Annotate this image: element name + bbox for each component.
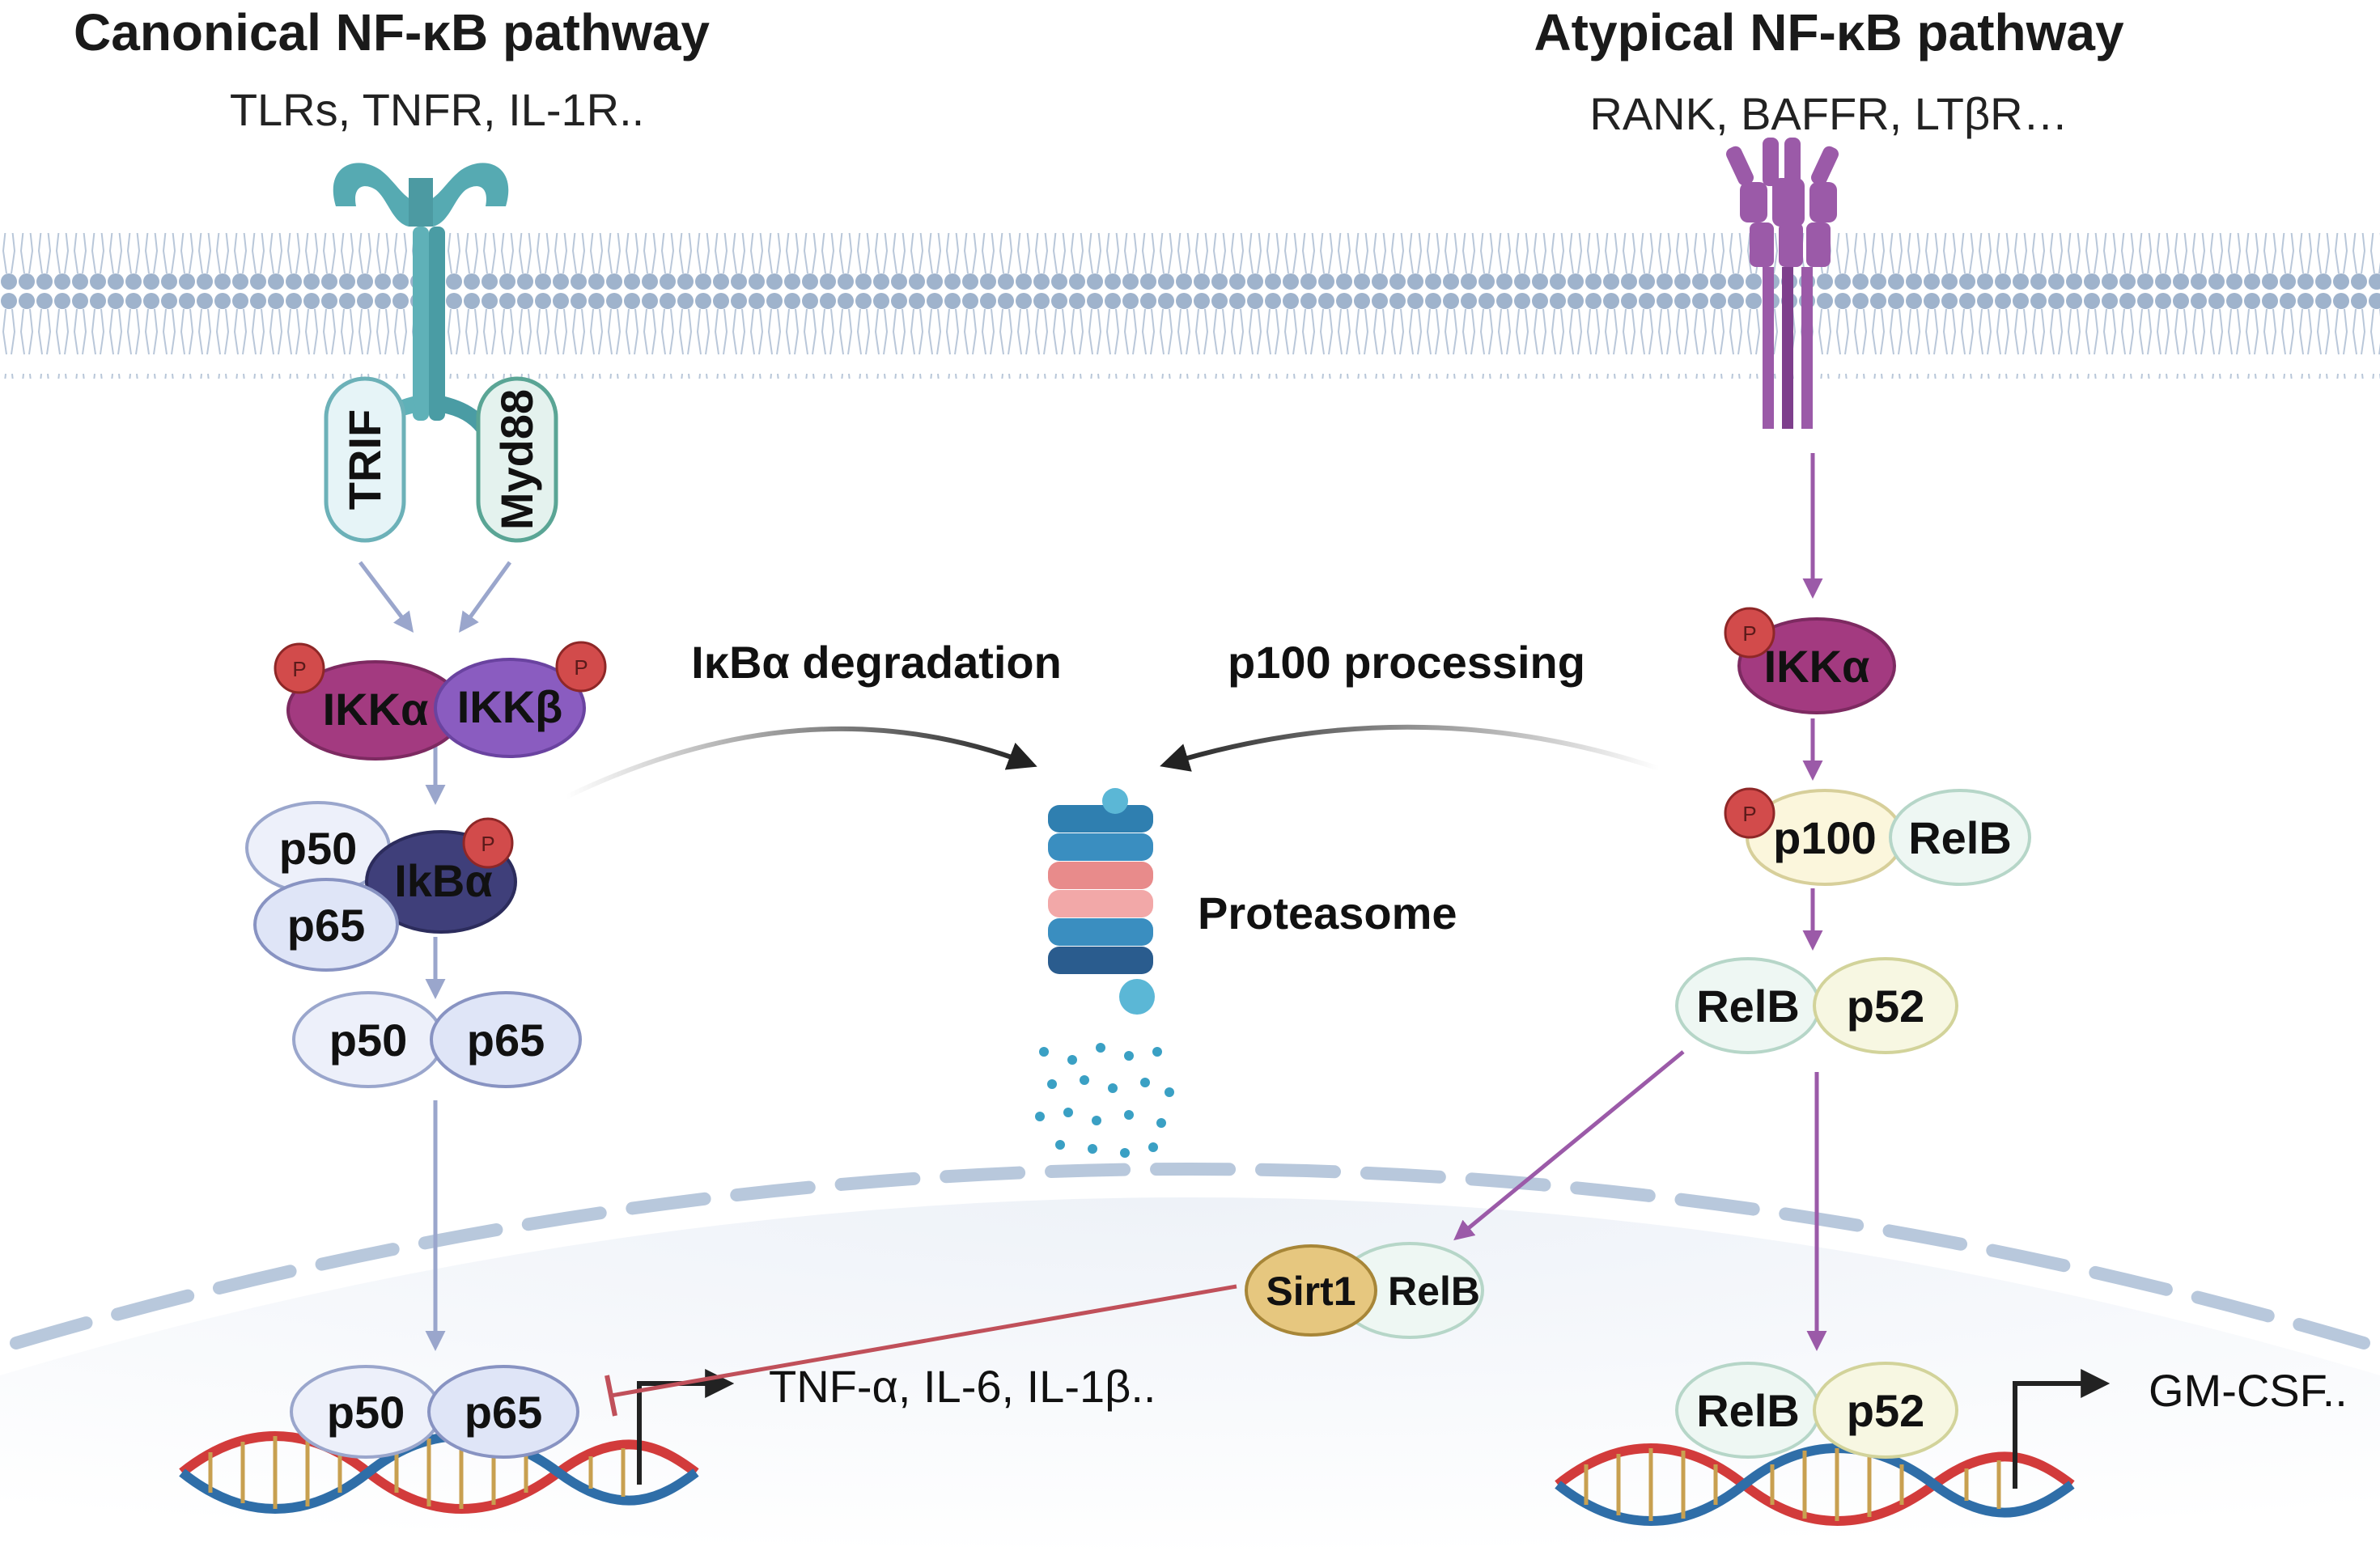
sirt1-relb-label: RelB	[1388, 1269, 1480, 1314]
canonical-transcription-arrow	[637, 1369, 735, 1485]
canonical-receptors: TLRs, TNFR, IL-1R..	[230, 84, 644, 135]
atypical-transcription-arrow	[2013, 1369, 2111, 1489]
canonical-title: Canonical NF-κB pathway	[74, 3, 710, 61]
svg-text:P: P	[1742, 621, 1756, 646]
relb2-label: RelB	[1696, 981, 1800, 1032]
free-p50-label: p50	[329, 1015, 408, 1066]
atypical-ikk-alpha-label: IKKα	[1764, 641, 1870, 692]
atypical-target-genes: GM-CSF..	[2149, 1365, 2348, 1416]
p100-label: p100	[1773, 812, 1877, 863]
atypical-title: Atypical NF-κB pathway	[1534, 3, 2124, 61]
svg-text:P: P	[292, 657, 306, 681]
ikk-alpha-label: IKKα	[323, 684, 429, 735]
atypical-receptors: RANK, BAFFR, LTβR…	[1589, 88, 2068, 139]
ikb-complex: p50 IkBα p65 P	[245, 801, 517, 972]
myd88-adaptor: Myd88	[476, 376, 558, 543]
ikb-p50-label: p50	[279, 823, 358, 874]
nuc-relb-label: RelB	[1696, 1385, 1800, 1436]
inhibition-bar	[605, 1375, 617, 1417]
nuc-p50-label: p50	[327, 1387, 405, 1438]
atypical-ikk-alpha: IKKα P	[1724, 607, 1896, 714]
myd88-label: Myd88	[491, 389, 542, 530]
free-p65-label: p65	[467, 1015, 545, 1066]
nuc-p52-label: p52	[1847, 1385, 1925, 1436]
phospho-icon	[462, 817, 514, 869]
ikk-complex: IKKα IKKβ P P	[274, 641, 607, 761]
p100-processing-label: p100 processing	[1228, 637, 1585, 688]
sirt1-label: Sirt1	[1266, 1269, 1355, 1314]
sirt1-inhibition-line	[610, 1284, 1237, 1398]
p100-relb-complex: p100 RelB P	[1724, 787, 2031, 886]
ikba-degradation-arrow	[565, 727, 1037, 799]
cell-membrane	[0, 233, 2380, 379]
canonical-target-genes: TNF-α, IL-6, IL-1β..	[769, 1361, 1156, 1412]
svg-text:P: P	[481, 832, 494, 856]
phospho-icon	[1724, 787, 1775, 839]
phospho-icon	[555, 641, 607, 693]
p100-relb-label: RelB	[1908, 812, 2012, 863]
nuclear-p50-p65: p50 p65	[290, 1365, 579, 1459]
p100-processing-arrow	[1160, 724, 1660, 772]
proteasome-icon	[1035, 788, 1174, 1158]
svg-text:P: P	[574, 655, 588, 680]
nuc-p65-label: p65	[465, 1387, 543, 1438]
trif-adaptor: TRIF	[324, 376, 406, 543]
ikb-p65-label: p65	[287, 900, 366, 951]
nucleus-region	[0, 1197, 2380, 1555]
trif-to-ikk-arrow	[358, 561, 414, 633]
ikba-degradation-label: IκBα degradation	[691, 637, 1062, 688]
myd88-to-ikk-arrow	[459, 561, 512, 633]
atypical-receptor-icon	[1726, 138, 1839, 429]
trif-label: TRIF	[339, 409, 390, 510]
sirt1-relb-complex: Sirt1 RelB	[1245, 1242, 1484, 1339]
phospho-icon	[1724, 607, 1775, 659]
p52-label: p52	[1847, 981, 1925, 1032]
ikk-beta-label: IKKβ	[457, 681, 563, 732]
nuclear-envelope	[10, 1163, 2370, 1350]
phospho-icon	[274, 642, 325, 694]
relb-p52-dimer: RelB p52	[1675, 957, 1958, 1054]
p50-p65-dimer: p50 p65	[292, 991, 582, 1088]
proteasome-label: Proteasome	[1198, 888, 1457, 939]
relb-to-sirt1-arrow	[1453, 1050, 1685, 1241]
nuclear-relb-p52: RelB p52	[1675, 1362, 1958, 1459]
atypical-dna	[1555, 1443, 2075, 1526]
svg-text:P: P	[1742, 802, 1756, 826]
